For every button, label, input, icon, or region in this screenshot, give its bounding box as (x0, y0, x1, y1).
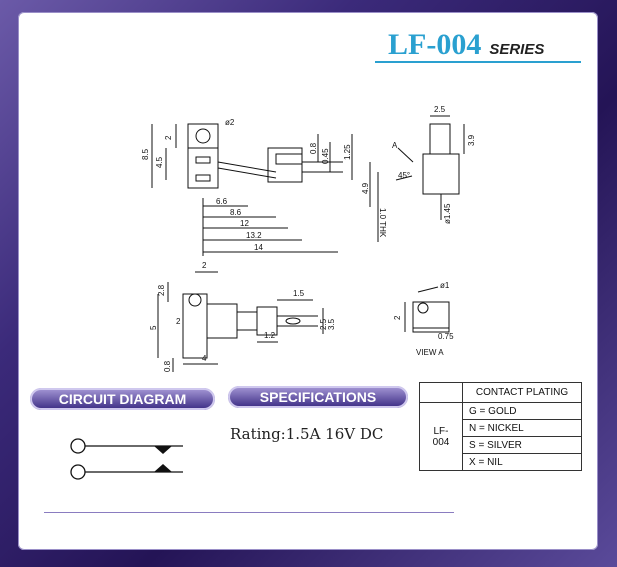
dim-label: 45° (398, 171, 410, 180)
housing-front-view (187, 123, 219, 189)
divider (44, 512, 454, 513)
dim-label: 2 (393, 315, 402, 320)
dim-label: 12 (240, 219, 249, 228)
mount-hole (195, 128, 211, 144)
dim-label: 0.75 (438, 332, 454, 341)
table-row: X = NIL (462, 453, 582, 471)
table-header: CONTACT PLATING (462, 382, 582, 403)
dim-label: ø1 (440, 281, 450, 290)
dim-label: 1.25 (343, 144, 352, 160)
dim-label: 4.5 (155, 156, 164, 168)
dim-label: 0.45 (321, 148, 330, 164)
dim-label: 1.2 (264, 331, 276, 340)
dim-label: 14 (254, 243, 263, 252)
dim-label: 2 (176, 317, 181, 326)
table-row: N = NICKEL (462, 419, 582, 437)
contact-plating-table: CONTACT PLATING LF-004 G = GOLD N = NICK… (419, 382, 582, 471)
dim-label: 3.9 (467, 134, 476, 146)
view-a-drawing (412, 301, 450, 333)
table-row: S = SILVER (462, 436, 582, 454)
circuit-diagram-heading: CIRCUIT DIAGRAM (30, 388, 215, 410)
dim-label: 0.8 (309, 142, 318, 154)
dim-label: 8.5 (141, 148, 150, 160)
contact-body (267, 147, 303, 183)
content-panel: LF-004 SERIES (18, 12, 598, 550)
specifications-heading: SPECIFICATIONS (228, 386, 408, 408)
dim-label: 13.2 (246, 231, 262, 240)
side-view (429, 123, 451, 155)
dim-label: 2.8 (157, 284, 166, 296)
dim-label: 5 (149, 325, 158, 330)
dim-label: 8.6 (230, 208, 242, 217)
dim-label: 2.5 (319, 318, 328, 330)
series-label: SERIES (489, 41, 545, 58)
page-title: LF-004 SERIES (388, 28, 598, 62)
dim-label: 2 (202, 261, 207, 270)
technical-drawing: ø2 2 4.5 8.5 0.8 0.45 1.25 4.9 6.6 8.6 1… (141, 105, 476, 372)
dim-label: 4 (202, 354, 207, 363)
model-title: LF-004 (388, 28, 482, 61)
housing-side-view (182, 293, 208, 359)
series-cell: LF-004 (419, 402, 463, 471)
dim-label: 0.8 (163, 360, 172, 372)
dim-label: 2.5 (434, 105, 446, 114)
dim-label: ø2 (225, 118, 235, 127)
dim-label: 3.5 (327, 318, 336, 330)
dim-label: 6.6 (216, 197, 228, 206)
rating-text: Rating:1.5A 16V DC (230, 425, 384, 443)
dim-label: 1.0 THK (378, 208, 387, 238)
dim-label: 1.5 (293, 289, 305, 298)
table-row: G = GOLD (462, 402, 582, 420)
dim-label: 4.9 (361, 182, 370, 194)
view-a-label: VIEW A (416, 348, 444, 357)
dim-label: A (392, 141, 398, 150)
circuit-symbol (70, 438, 183, 480)
dim-label: ø1.45 (443, 203, 452, 224)
title-underline (375, 61, 581, 63)
dim-label: 2 (164, 135, 173, 140)
